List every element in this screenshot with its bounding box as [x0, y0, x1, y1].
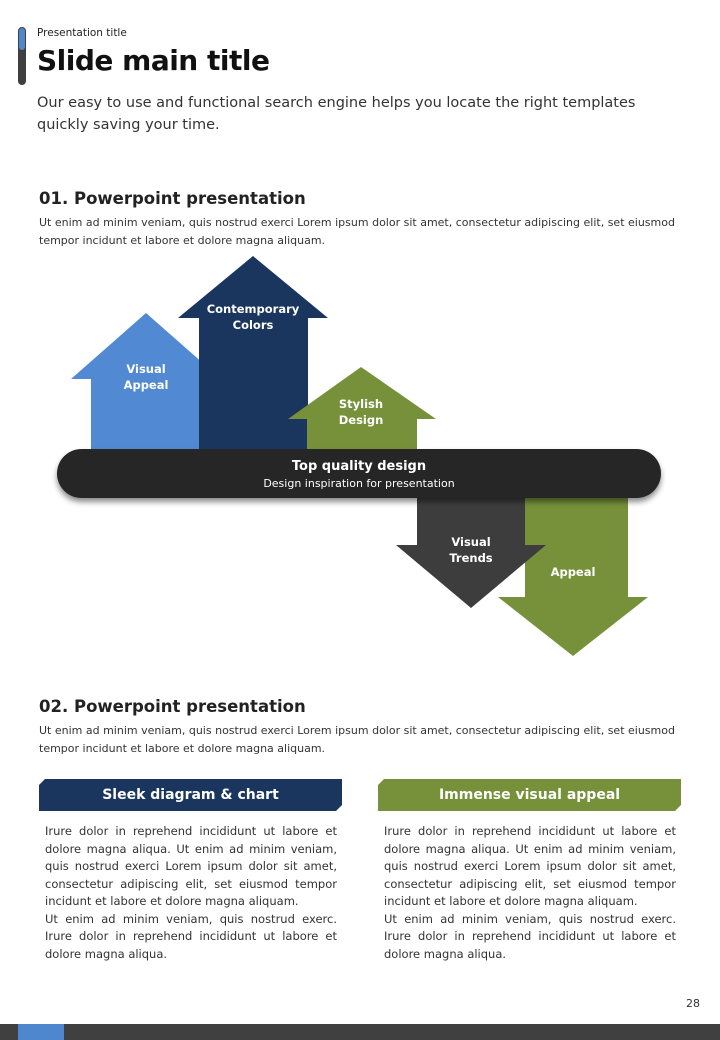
section-2-heading: 02. Powerpoint presentation [39, 697, 306, 716]
up-arrow-1-line2: Appeal [124, 378, 169, 392]
down-arrow-visual-trends [396, 497, 546, 608]
box-2-header-label: Immense visual appeal [438, 787, 621, 803]
section-2-text: Ut enim ad minim veniam, quis nostrud ex… [39, 724, 675, 755]
page-number: 28 [686, 997, 700, 1010]
down-arrow-1-line2: Trends [449, 551, 492, 565]
down-arrow-2-line1: Appeal [551, 565, 596, 579]
box-2-header: Immense visual appeal [378, 779, 681, 811]
up-arrow-2-line2: Colors [233, 318, 274, 332]
box-1-header-label: Sleek diagram & chart [102, 787, 279, 803]
central-bar [57, 449, 661, 498]
title-accent-highlight [19, 28, 25, 50]
presentation-title: Presentation title [37, 27, 127, 39]
title-accent-bar [18, 27, 26, 85]
box-2-text: Irure dolor in reprehend incididunt ut l… [384, 823, 676, 963]
up-arrow-contemporary-colors [178, 256, 328, 452]
up-arrow-stylish-design [288, 367, 436, 452]
box-2-paragraph-2: Ut enim ad minim veniam, quis nostrud ex… [384, 911, 676, 961]
box-1-text: Irure dolor in reprehend incididunt ut l… [45, 823, 337, 963]
up-arrow-visual-appeal [71, 313, 221, 452]
down-arrow-appeal [498, 497, 648, 656]
footer-bar [0, 1024, 720, 1040]
box-2-paragraph-1: Irure dolor in reprehend incididunt ut l… [384, 824, 676, 908]
box-1-paragraph-2: Ut enim ad minim veniam, quis nostrud ex… [45, 911, 337, 961]
central-bar-title: Top quality design [292, 459, 426, 474]
up-arrow-2-line1: Contemporary [207, 302, 300, 316]
up-arrow-1-line1: Visual [126, 362, 165, 376]
up-arrow-3-line2: Design [339, 413, 384, 427]
slide-main-title: Slide main title [37, 44, 270, 77]
down-arrow-1-line1: Visual [451, 535, 490, 549]
up-arrow-3-line1: Stylish [339, 397, 383, 411]
section-1-heading: 01. Powerpoint presentation [39, 189, 306, 208]
section-1-text: Ut enim ad minim veniam, quis nostrud ex… [39, 216, 675, 247]
footer-accent [18, 1024, 64, 1040]
slide-subtitle: Our easy to use and functional search en… [37, 95, 636, 133]
box-1-paragraph-1: Irure dolor in reprehend incididunt ut l… [45, 824, 337, 908]
box-1-header: Sleek diagram & chart [39, 779, 342, 811]
central-bar-subtitle: Design inspiration for presentation [263, 477, 454, 490]
